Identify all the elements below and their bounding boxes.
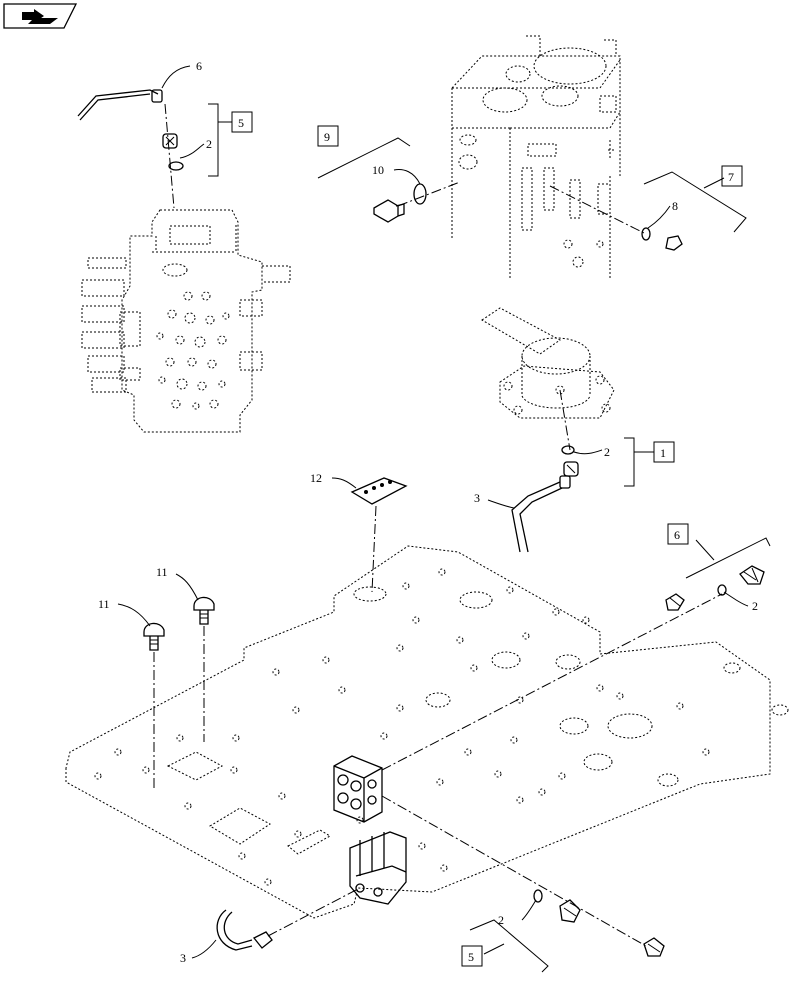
bolt-part-11-right bbox=[193, 596, 215, 625]
tube-part-3-lower bbox=[216, 909, 273, 951]
callout-2-upper-right: 2 bbox=[752, 599, 758, 613]
plug-part-8 bbox=[641, 227, 683, 251]
callout-2-valve: 2 bbox=[206, 137, 212, 151]
callout-6-lower: 5 bbox=[468, 950, 474, 964]
centerline-manifold-lower bbox=[381, 795, 647, 947]
callout-2-motor: 2 bbox=[604, 445, 610, 459]
callout-11-left: 11 bbox=[98, 597, 110, 611]
sensor-part-motor bbox=[561, 445, 579, 477]
manifold-block bbox=[333, 755, 383, 823]
centerline-manifold-upper bbox=[381, 593, 723, 771]
valve-block-lower bbox=[349, 831, 407, 905]
centerline-valve-lower bbox=[267, 889, 357, 937]
motor-assembly bbox=[481, 307, 615, 419]
centerline-plug bbox=[397, 181, 461, 207]
callout-11-right: 11 bbox=[156, 565, 168, 579]
decal-part-12 bbox=[350, 477, 408, 505]
centerline-decal bbox=[371, 505, 377, 593]
callout-5: 6 bbox=[196, 59, 202, 73]
nav-arrow-icon[interactable] bbox=[3, 3, 78, 29]
callout-8: 8 bbox=[672, 199, 678, 213]
tube-part-3-upper bbox=[511, 475, 571, 553]
fitting-lower-right bbox=[533, 889, 665, 957]
callout-6-upper: 6 bbox=[674, 528, 680, 542]
callout-7: 7 bbox=[728, 170, 734, 184]
floor-plate bbox=[65, 545, 789, 919]
fitting-upper-right bbox=[665, 565, 765, 611]
tube-part-5 bbox=[77, 89, 163, 121]
callout-10: 10 bbox=[372, 163, 384, 177]
plug-part-10 bbox=[373, 183, 427, 223]
centerline-motor bbox=[559, 389, 571, 451]
callout-3-lower: 3 bbox=[180, 951, 186, 965]
callout-9: 9 bbox=[324, 130, 330, 144]
hydraulic-tank bbox=[451, 35, 621, 280]
callout-2-lower: 2 bbox=[498, 913, 504, 927]
control-valve bbox=[81, 209, 291, 433]
callout-12: 12 bbox=[310, 471, 322, 485]
callout-1: 1 bbox=[660, 446, 666, 460]
fitting-part-valve bbox=[162, 133, 184, 171]
callout-4: 5 bbox=[238, 116, 244, 130]
centerline-valve bbox=[164, 103, 175, 209]
bolt-part-11-left bbox=[143, 622, 165, 651]
callout-3-upper: 3 bbox=[474, 491, 480, 505]
